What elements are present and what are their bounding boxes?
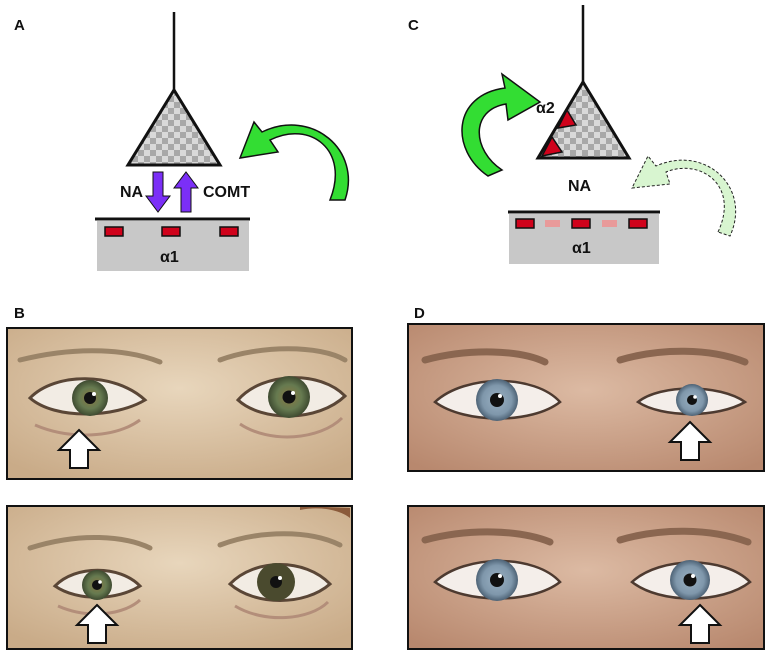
photo-b-top [6,327,353,480]
green-curved-arrow-icon [238,120,350,201]
na-label: NA [120,184,144,201]
alpha2-receptor [556,108,578,129]
comt-label: COMT [203,184,250,201]
photo-b-bottom [6,505,353,650]
faded-alpha1-receptor [545,220,560,227]
alpha1-label: α1 [160,249,179,266]
faded-alpha1-receptor [602,220,617,227]
green-curved-arrow-icon [461,72,542,177]
panel-d-label: D [414,305,425,322]
panel-a-label: A [14,17,25,34]
panel-c-label: C [408,17,419,34]
photo-d-top [407,323,765,472]
release-arrow-icon [145,171,171,213]
alpha1-receptor [571,218,591,229]
alpha1-label: α1 [572,240,591,257]
photo-d-bottom [407,505,765,650]
reuptake-arrow-icon [173,171,199,213]
panel-c: C α2 NA α1 [408,5,736,264]
alpha1-receptor [628,218,648,229]
alpha2-receptor [540,135,564,158]
alpha1-receptor [219,226,239,237]
alpha1-receptor [161,226,181,237]
alpha2-label: α2 [536,100,555,117]
panel-d: D [407,305,765,650]
alpha1-receptor [104,226,124,237]
panel-b-label: B [14,305,25,322]
faded-curved-arrow-icon [631,155,736,237]
alpha1-receptor [515,218,535,229]
neuron-body [535,79,632,160]
na-label: NA [568,178,592,195]
panel-b: B [6,305,353,650]
panel-a: A NA COMT α1 [14,12,350,271]
neuron-body [125,87,223,167]
